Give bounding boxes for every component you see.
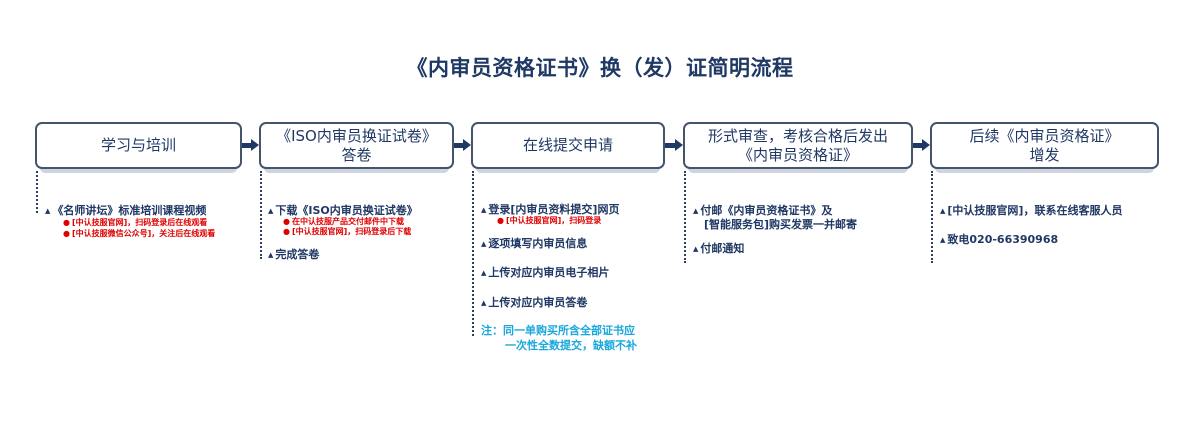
dotted-connector-4 [684, 171, 686, 263]
col3-note-line-1: 注：同一单购买所含全部证书应 [481, 324, 635, 337]
col5-item-2: ▲致电020-66390968 [940, 233, 1059, 246]
triangle-bullet-icon: ▲ [268, 207, 274, 215]
dot-bullet-icon: ● [497, 216, 504, 225]
col3-item-1: ▲登录[内审员资料提交]网页 [481, 203, 620, 216]
triangle-bullet-icon: ▲ [268, 251, 274, 259]
col3-item-2: ▲逐项填写内审员信息 [481, 237, 588, 250]
triangle-bullet-icon: ▲ [481, 240, 487, 248]
page-title: 《内审员资格证书》换（发）证简明流程 [406, 56, 794, 80]
dotted-connector-3 [472, 171, 474, 336]
dotted-connector-2 [260, 171, 262, 259]
col1-item-1-sub-2: ●[中认技服微信公众号]，关注后在线观看 [63, 229, 216, 238]
triangle-bullet-icon: ▲ [940, 236, 946, 244]
col4-item-1-line-2: [智能服务包]购买发票一并邮寄 [704, 218, 858, 231]
triangle-bullet-icon: ▲ [481, 269, 487, 277]
col3-item-3: ▲上传对应内审员电子相片 [481, 266, 610, 279]
dotted-connector-1 [36, 171, 38, 213]
dot-bullet-icon: ● [283, 227, 290, 236]
flow-arrow-2 [454, 139, 471, 151]
col5-item-1: ▲[中认技服官网]，联系在线客服人员 [940, 204, 1123, 217]
triangle-bullet-icon: ▲ [481, 206, 487, 214]
col1-item-1: ▲《名师讲坛》标准培训课程视频 [45, 204, 207, 217]
step-box-training: 学习与培训 [35, 122, 242, 173]
dot-bullet-icon: ● [63, 218, 70, 227]
col2-item-1-sub-1: ●在中认技服产品交付邮件中下载 [283, 217, 404, 226]
flow-arrow-4 [913, 139, 930, 151]
step-box-review: 形式审查，考核合格后发出 《内审员资格证》 [683, 122, 913, 173]
col3-note-line-2: 一次性全数提交，缺额不补 [505, 339, 637, 352]
triangle-bullet-icon: ▲ [693, 245, 699, 253]
triangle-bullet-icon: ▲ [45, 207, 51, 215]
col4-item-1: ▲付邮《内审员资格证书》及 [693, 204, 833, 217]
col3-item-1-sub-1: ●[中认技服官网]，扫码登录 [497, 216, 602, 225]
col3-item-4: ▲上传对应内审员答卷 [481, 296, 588, 309]
dot-bullet-icon: ● [283, 217, 290, 226]
triangle-bullet-icon: ▲ [940, 207, 946, 215]
step-box-submit: 在线提交申请 [471, 122, 665, 173]
dot-bullet-icon: ● [63, 229, 70, 238]
col2-item-1: ▲下载《ISO内审员换证试卷》 [268, 204, 418, 217]
flow-arrow-3 [665, 139, 683, 151]
triangle-bullet-icon: ▲ [481, 299, 487, 307]
dotted-connector-5 [931, 171, 933, 263]
col2-item-2: ▲完成答卷 [268, 248, 320, 261]
col1-item-1-sub-1: ●[中认技服官网]，扫码登录后在线观看 [63, 218, 208, 227]
triangle-bullet-icon: ▲ [693, 207, 699, 215]
step-box-exam: 《ISO内审员换证试卷》 答卷 [259, 122, 454, 173]
col2-item-1-sub-2: ●[中认技服官网]，扫码登录后下载 [283, 227, 412, 236]
col4-item-2: ▲付邮通知 [693, 242, 745, 255]
flow-arrow-1 [242, 139, 259, 151]
step-box-reissue: 后续《内审员资格证》 增发 [930, 122, 1159, 173]
